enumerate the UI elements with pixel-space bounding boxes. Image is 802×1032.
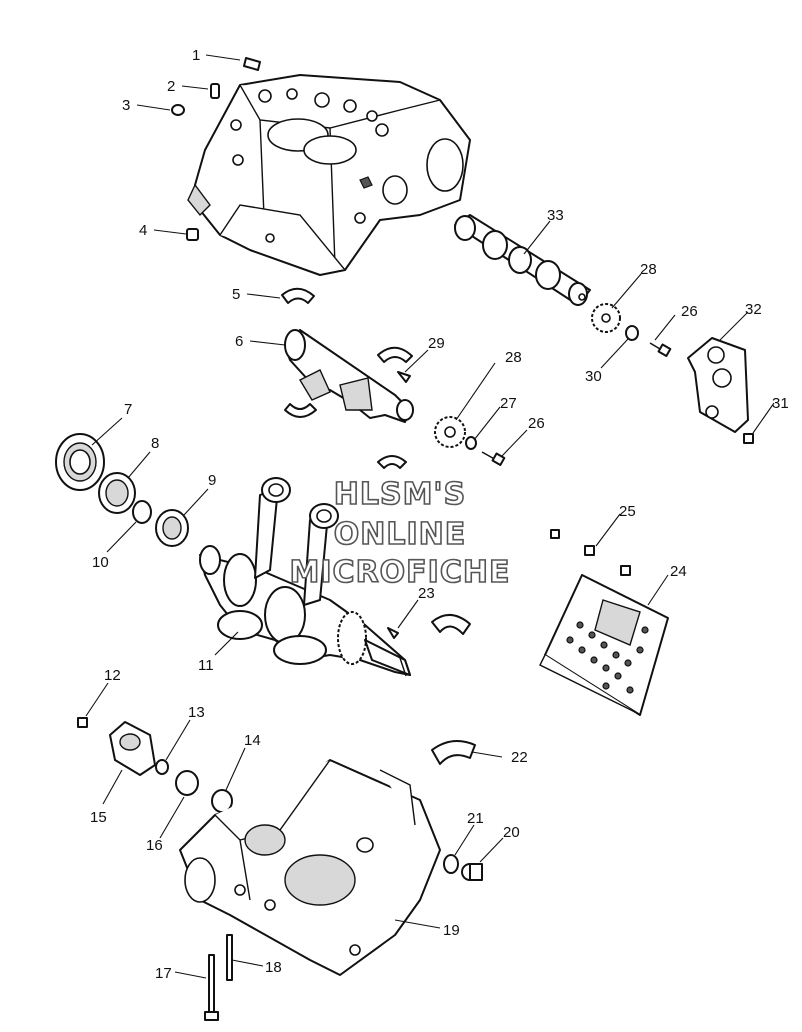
part-10-snap-ring [132,500,152,524]
watermark-line-1: HLSM'S [334,477,466,512]
callout-29: 29 [428,335,445,352]
callout-10: 10 [92,554,109,571]
part-20-drain-plug [461,863,483,881]
callout-19: 19 [443,922,460,939]
callout-21: 21 [467,810,484,827]
part-9-bearing [155,509,189,547]
callout-24: 24 [670,563,687,580]
part-7-oil-seal [55,433,105,491]
callout-11: 11 [198,657,214,674]
part-17-long-bolt [204,954,219,1021]
part-13-o-ring [155,759,169,775]
part-26-bolt-upper [649,342,672,357]
callout-8: 8 [151,435,159,452]
part-29-key [397,371,411,383]
callout-28-lower: 28 [505,349,522,366]
callout-31: 31 [772,395,789,412]
callout-14: 14 [244,732,261,749]
callout-26-upper: 26 [681,303,698,320]
callout-2: 2 [167,78,175,95]
callout-16: 16 [146,837,163,854]
connecting-rod-left [254,477,291,579]
part-11-crankshaft [199,545,411,677]
part-28-cam-gear-upper [591,303,621,333]
watermark: HLSM'S ONLINE MICROFICHE [289,476,511,591]
part-28-gear-lower [434,416,466,448]
callout-25: 25 [619,503,636,520]
part-26-bolt-lower [481,451,506,466]
part-15-oil-pump [109,721,156,776]
part-30-washer [625,325,639,341]
part-12-bolt [77,717,88,728]
callout-7: 7 [124,401,132,418]
part-2-pin [210,83,220,99]
leader-lines [85,54,775,979]
callout-27: 27 [500,395,517,412]
callout-26-lower: 26 [528,415,545,432]
callout-18: 18 [265,959,282,976]
callout-5: 5 [232,286,240,303]
part-8-bearing [98,472,136,514]
callout-9: 9 [208,472,216,489]
callout-23: 23 [418,585,435,602]
part-18-long-bolt [226,934,233,981]
callout-12: 12 [104,667,121,684]
connecting-rod-right [303,503,339,606]
bearing-shell-group [284,346,413,469]
watermark-line-2: ONLINE [334,517,467,552]
callout-15: 15 [90,809,107,826]
part-31-screw [743,433,754,444]
callout-3: 3 [122,97,130,114]
callout-33: 33 [547,207,564,224]
part-24-oil-baffle [539,574,669,716]
part-27-washer [465,436,477,450]
callout-13: 13 [188,704,205,721]
part-5-bearing-shell [281,287,315,304]
callout-labels: 1 2 3 4 5 6 7 8 9 10 11 12 13 14 15 16 1… [90,47,789,982]
callout-20: 20 [503,824,520,841]
part-4-plug [186,228,199,241]
callout-1: 1 [192,47,200,64]
callout-30: 30 [585,368,602,385]
bearing-shell-mid [431,614,471,635]
part-21-washer [443,854,459,874]
callout-6: 6 [235,333,243,350]
upper-crankcase [187,74,471,276]
callout-32: 32 [745,301,762,318]
part-3-o-ring [171,104,185,116]
part-33-camshaft [454,214,591,306]
callout-17: 17 [155,965,172,982]
callout-28-upper: 28 [640,261,657,278]
callout-4: 4 [139,222,147,239]
part-23-key [387,627,399,639]
part-32-plate [687,337,749,433]
part-25-bolt-group [550,529,631,576]
watermark-line-3: MICROFICHE [290,555,511,590]
part-1-dowel [243,57,261,71]
part-19-lower-crankcase [179,759,441,976]
part-22-bearing-shell [431,740,476,765]
callout-22: 22 [511,749,528,766]
part-16-cup [175,770,199,796]
